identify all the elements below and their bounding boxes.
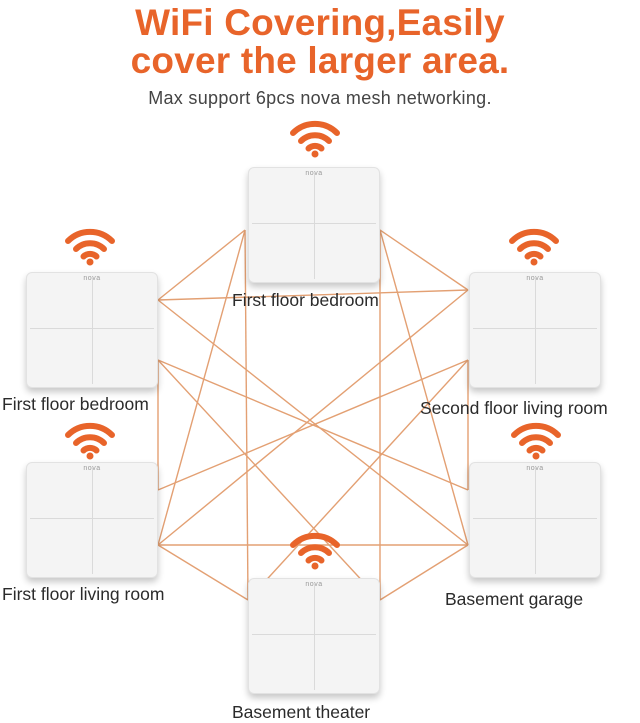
mesh-link [379,544,469,601]
wifi-icon [508,226,560,266]
brand-logo: nova [83,275,101,282]
mesh-link [244,229,249,601]
brand-logo: nova [526,275,544,282]
node-label-upper-right: Second floor living room [420,398,608,418]
mesh-link [379,229,469,291]
wifi-icon [64,420,116,460]
node-label-upper-left: First floor bedroom [2,394,149,414]
mesh-link [157,229,246,301]
headline-line-2: cover the larger area. [130,40,510,81]
node-label-lower-left: First floor living room [2,584,165,604]
headline-line-1: WiFi Covering,Easily [135,2,505,43]
wifi-icon [289,530,341,570]
wifi-icon [510,420,562,460]
mesh-node-top: nova [248,167,380,289]
wifi-icon [289,118,341,158]
mesh-node-upper-left: nova [26,272,158,394]
mesh-link [379,229,469,546]
brand-logo: nova [305,581,323,588]
subtitle: Max support 6pcs nova mesh networking. [148,88,492,108]
wifi-icon [64,226,116,266]
mesh-link [157,359,381,601]
brand-logo: nova [526,465,544,472]
node-label-bottom: Basement theater [232,702,371,722]
mesh-link [157,289,469,546]
mesh-link [157,299,469,546]
mesh-node-lower-left: nova [26,462,158,584]
mesh-link [157,544,249,601]
mesh-node-upper-right: nova [469,272,601,394]
brand-logo: nova [305,170,323,177]
brand-logo: nova [83,465,101,472]
node-label-lower-right: Basement garage [445,589,584,609]
mesh-link [157,289,469,301]
mesh-link [247,359,469,601]
mesh-node-bottom: nova [248,578,380,700]
mesh-link [157,229,246,546]
node-label-top: First floor bedroom [232,290,379,310]
mesh-link [157,359,469,491]
mesh-node-lower-right: nova [469,462,601,584]
